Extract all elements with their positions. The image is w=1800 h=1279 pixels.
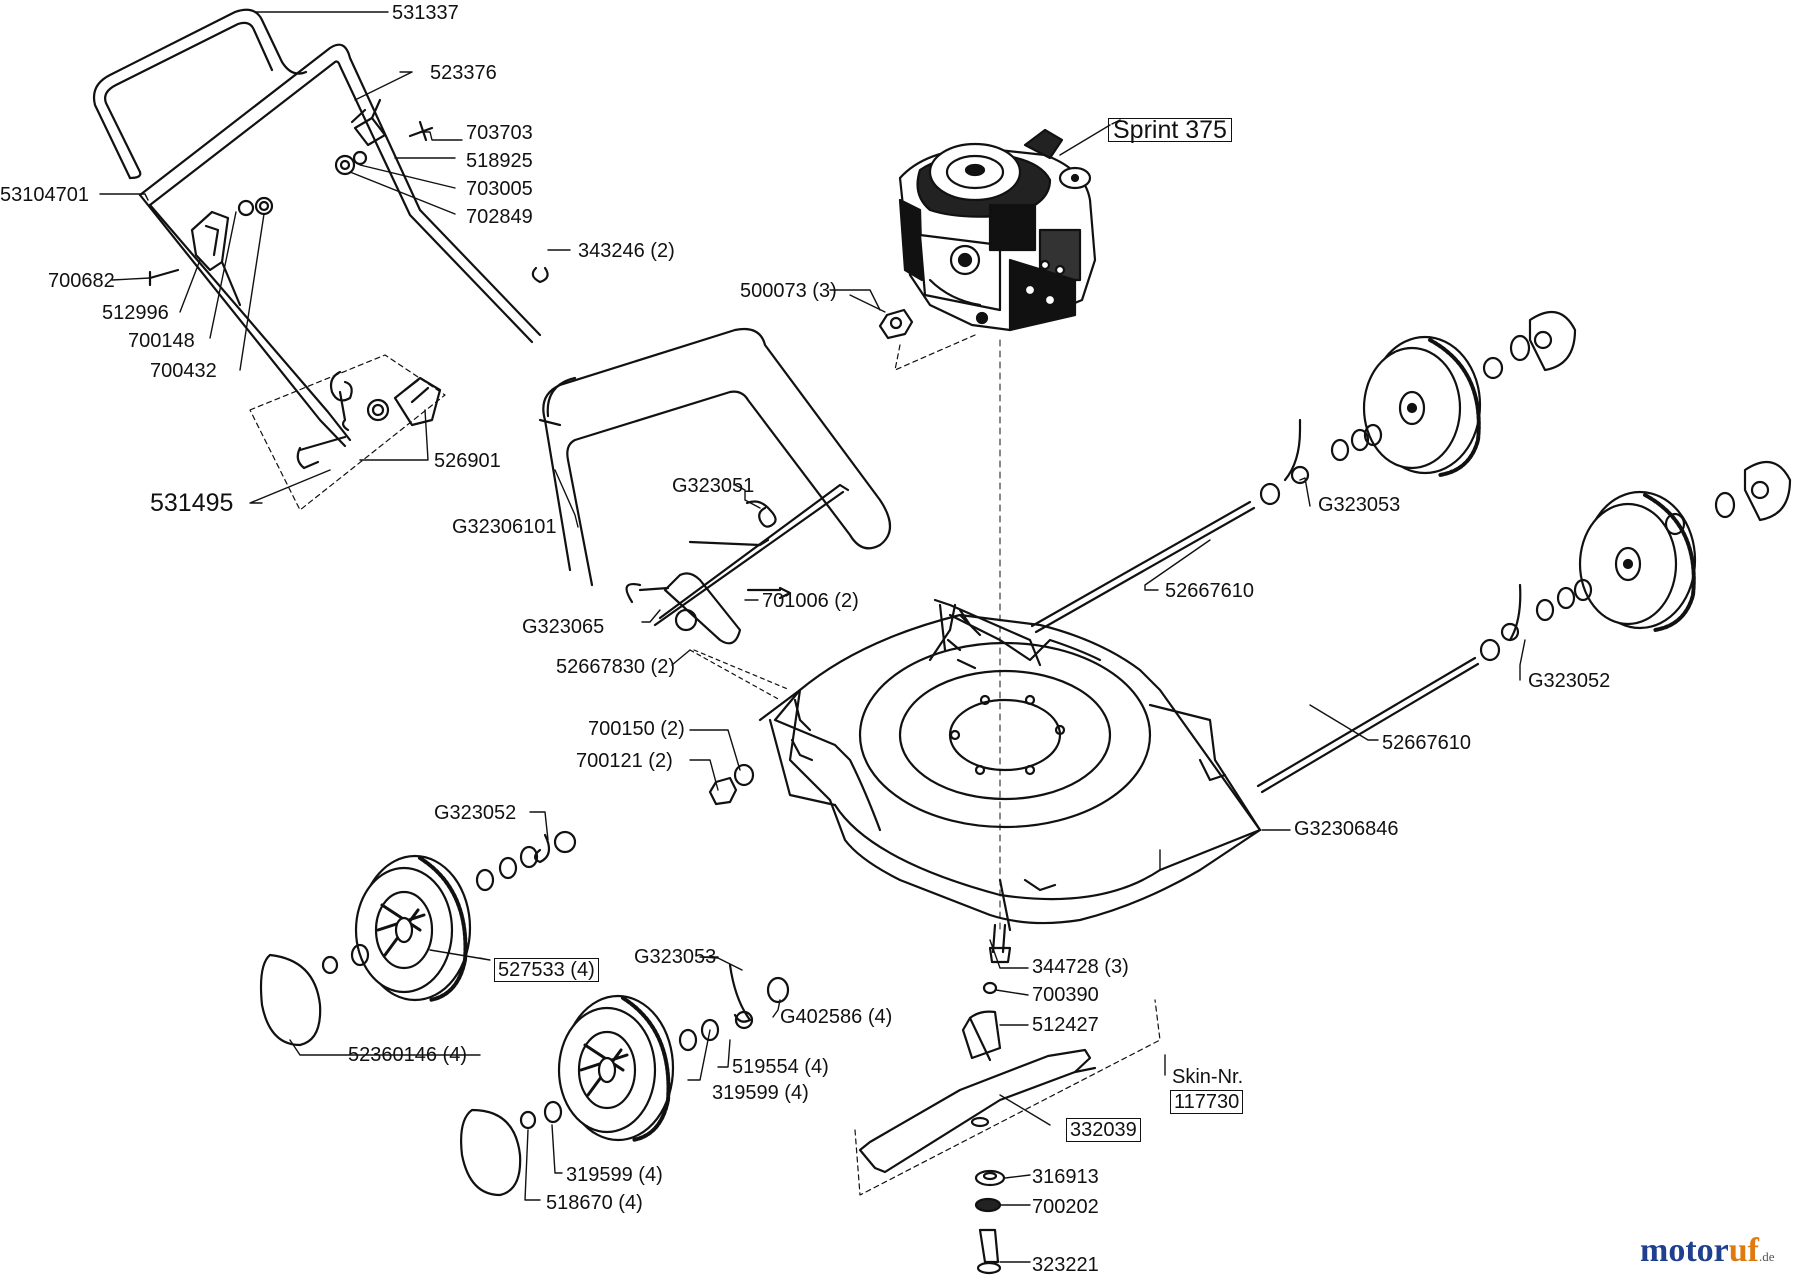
part-label-700148: 700148 <box>128 330 195 352</box>
left-wheel-upper-part <box>259 830 577 1047</box>
rear-wheel-upper-part <box>1259 310 1577 506</box>
part-label-319599-lower: 319599 (4) <box>566 1164 663 1186</box>
part-label-G323051: G323051 <box>672 475 755 497</box>
part-label-316913: 316913 <box>1032 1166 1099 1188</box>
engine-part <box>898 119 1121 332</box>
part-label-512996: 512996 <box>102 302 169 324</box>
engine-model-label: Sprint 375 <box>1108 118 1232 143</box>
lower-handle-part <box>538 327 892 587</box>
front-wheel-lower-part <box>1479 460 1792 662</box>
part-label-323221: 323221 <box>1032 1254 1099 1276</box>
part-label-319599-upper: 319599 (4) <box>712 1082 809 1104</box>
part-label-G323053-upper: G323053 <box>1318 494 1401 516</box>
part-label-700202: 700202 <box>1032 1196 1099 1218</box>
spring-part <box>745 500 777 528</box>
part-label-500073: 500073 (3) <box>740 280 837 302</box>
part-label-700432: 700432 <box>150 360 217 382</box>
part-label-700682: 700682 <box>48 270 115 292</box>
part-label-G323052-right: G323052 <box>1528 670 1611 692</box>
part-label-G402586: G402586 (4) <box>780 1006 893 1028</box>
part-label-52667610-front: 52667610 <box>1382 732 1471 754</box>
part-label-117730: 117730 <box>1170 1090 1244 1114</box>
part-label-344728: 344728 (3) <box>1032 956 1129 978</box>
part-label-526901: 526901 <box>434 450 501 472</box>
part-label-700121: 700121 (2) <box>576 750 673 772</box>
part-label-G323065: G323065 <box>522 616 605 638</box>
upper-handle-part <box>92 8 308 180</box>
mid-handle-part <box>138 43 542 448</box>
part-label-700150: 700150 (2) <box>588 718 685 740</box>
part-label-skin-nr: Skin-Nr. <box>1172 1066 1244 1088</box>
part-label-703703: 703703 <box>466 122 533 144</box>
part-label-G32306846: G32306846 <box>1294 818 1399 840</box>
part-label-53104701: 53104701 <box>0 184 89 206</box>
handle-lock-part <box>249 354 446 511</box>
part-label-702849: 702849 <box>466 206 533 228</box>
part-label-519554: 519554 (4) <box>732 1056 829 1078</box>
part-label-332039: 332039 <box>1066 1118 1141 1142</box>
rear-axle-part <box>1030 500 1256 634</box>
watermark-suffix: .de <box>1758 1249 1775 1264</box>
part-label-518925: 518925 <box>466 150 533 172</box>
part-label-G323053-lower: G323053 <box>634 946 717 968</box>
part-label-518670: 518670 (4) <box>546 1192 643 1214</box>
leader-lines <box>99 11 1526 1263</box>
throttle-control-part <box>148 196 274 307</box>
deck-nut-part <box>689 649 791 806</box>
part-label-701006: 701006 (2) <box>762 590 859 612</box>
part-label-531495: 531495 <box>150 489 234 517</box>
watermark-brand-a: motor <box>1640 1232 1729 1269</box>
lower-bracket-part <box>625 483 850 645</box>
part-label-527533: 527533 (4) <box>494 958 599 982</box>
cable-fitting-part <box>334 98 549 284</box>
front-axle-part <box>1256 656 1480 794</box>
engine-nut-part <box>849 294 976 371</box>
part-label-343246: 343246 (2) <box>578 240 675 262</box>
part-label-52667610-rear: 52667610 <box>1165 580 1254 602</box>
part-label-52360146: 52360146 (4) <box>348 1044 467 1066</box>
part-label-700390: 700390 <box>1032 984 1099 1006</box>
part-label-52667830: 52667830 (2) <box>556 656 675 678</box>
watermark-logo: motoruf.de <box>1640 1232 1775 1270</box>
part-label-G323052-left: G323052 <box>434 802 517 824</box>
part-label-512427: 512427 <box>1032 1014 1099 1036</box>
part-label-523376: 523376 <box>430 62 497 84</box>
watermark-brand-b: uf <box>1728 1232 1759 1269</box>
blade-assembly-part <box>854 923 1161 1275</box>
part-label-531337: 531337 <box>392 2 459 24</box>
left-wheel-lower-part <box>460 963 790 1197</box>
part-label-G32306101: G32306101 <box>452 516 557 538</box>
part-label-703005: 703005 <box>466 178 533 200</box>
